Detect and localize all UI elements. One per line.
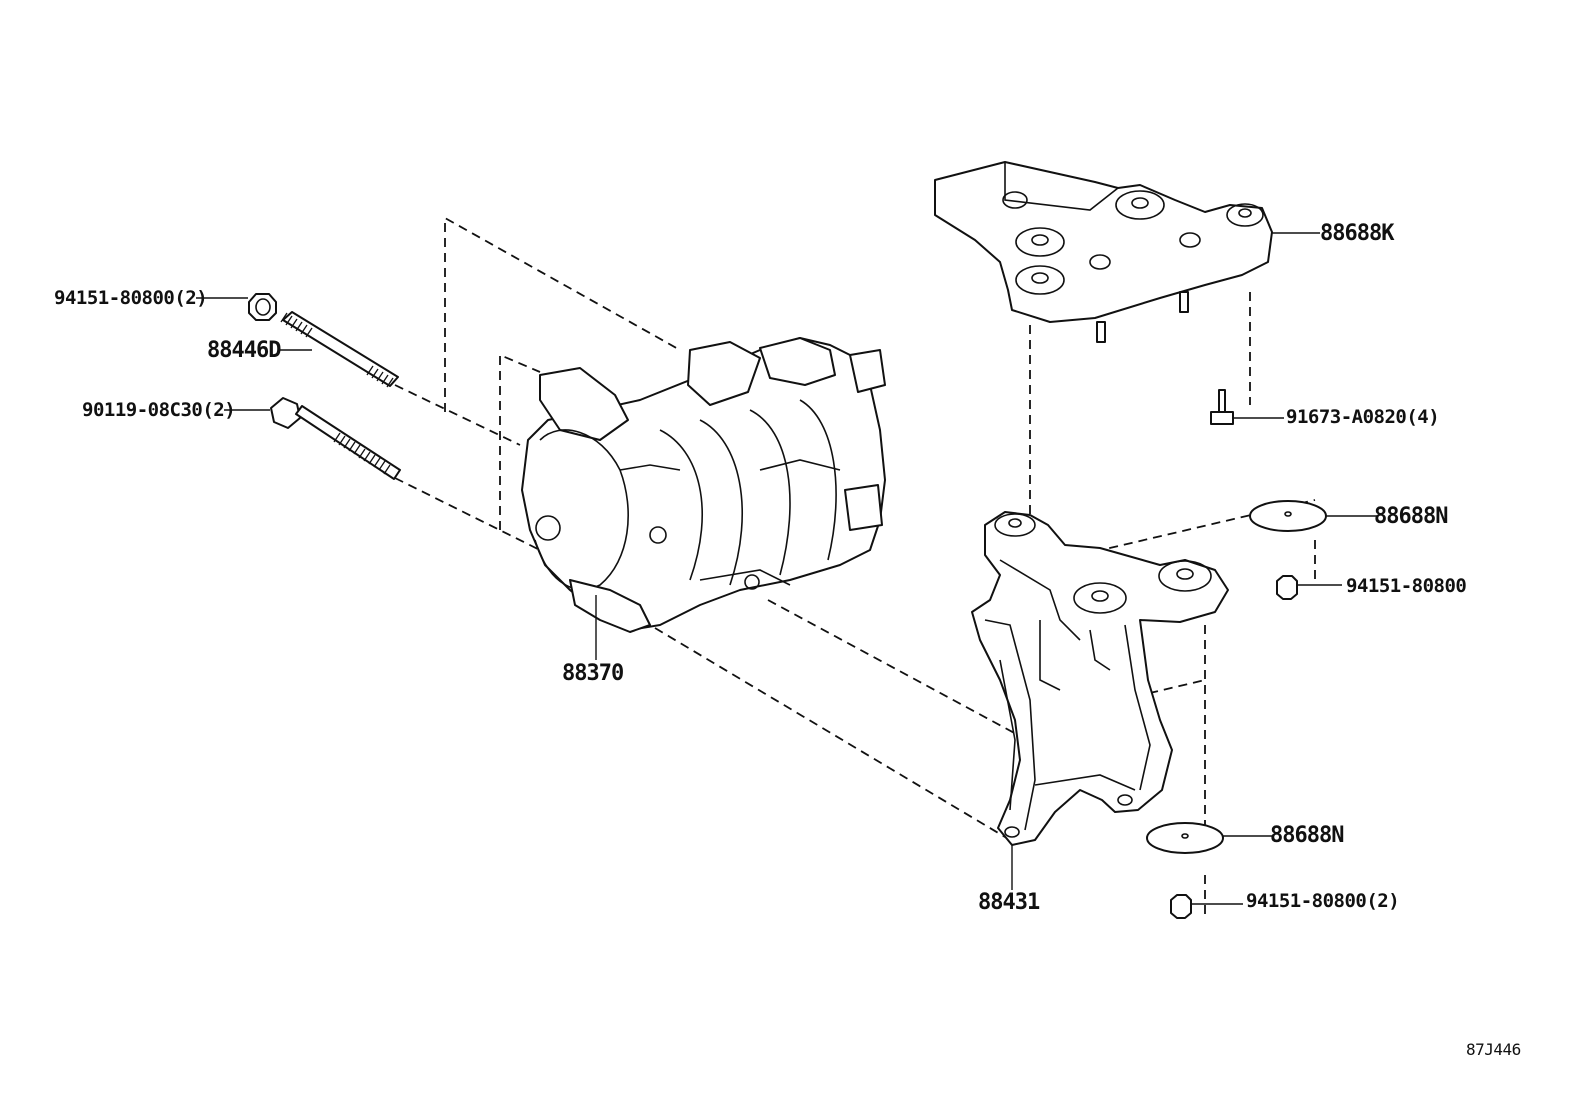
label-stud-88446D: 88446D xyxy=(207,338,281,363)
label-compressor-88370: 88370 xyxy=(562,661,624,686)
flange-nut-icon xyxy=(248,293,277,321)
flange-nut-icon xyxy=(1276,575,1342,600)
flange-bolt-icon xyxy=(1210,389,1284,425)
label-bracket-88431: 88431 xyxy=(978,890,1040,915)
washer-icon xyxy=(1249,500,1378,532)
flange-nut-icon xyxy=(1170,894,1243,919)
compressor-assembly xyxy=(521,337,886,660)
label-nut-94151-80800: 94151-80800 xyxy=(1346,575,1467,597)
label-bolt-90119-08C30: 90119-08C30(2) xyxy=(82,399,236,421)
label-plate-88688K: 88688K xyxy=(1320,221,1394,246)
label-nut-94151-80800-2: 94151-80800(2) xyxy=(54,287,208,309)
washer-icon xyxy=(1146,822,1272,854)
diagram-code: 87J446 xyxy=(1466,1040,1521,1059)
leader-lines xyxy=(196,297,312,411)
flange-bolt-icon xyxy=(270,397,401,480)
label-bolt-91673-A0820: 91673-A0820(4) xyxy=(1286,406,1440,428)
label-washer-88688N-bottom: 88688N xyxy=(1270,823,1344,848)
stud-bolt-icon xyxy=(280,311,399,388)
label-washer-88688N-right: 88688N xyxy=(1374,504,1448,529)
compressor-bracket xyxy=(971,511,1229,890)
mount-plate xyxy=(934,161,1320,343)
label-nut-94151-80800-2-bottom: 94151-80800(2) xyxy=(1246,890,1400,912)
